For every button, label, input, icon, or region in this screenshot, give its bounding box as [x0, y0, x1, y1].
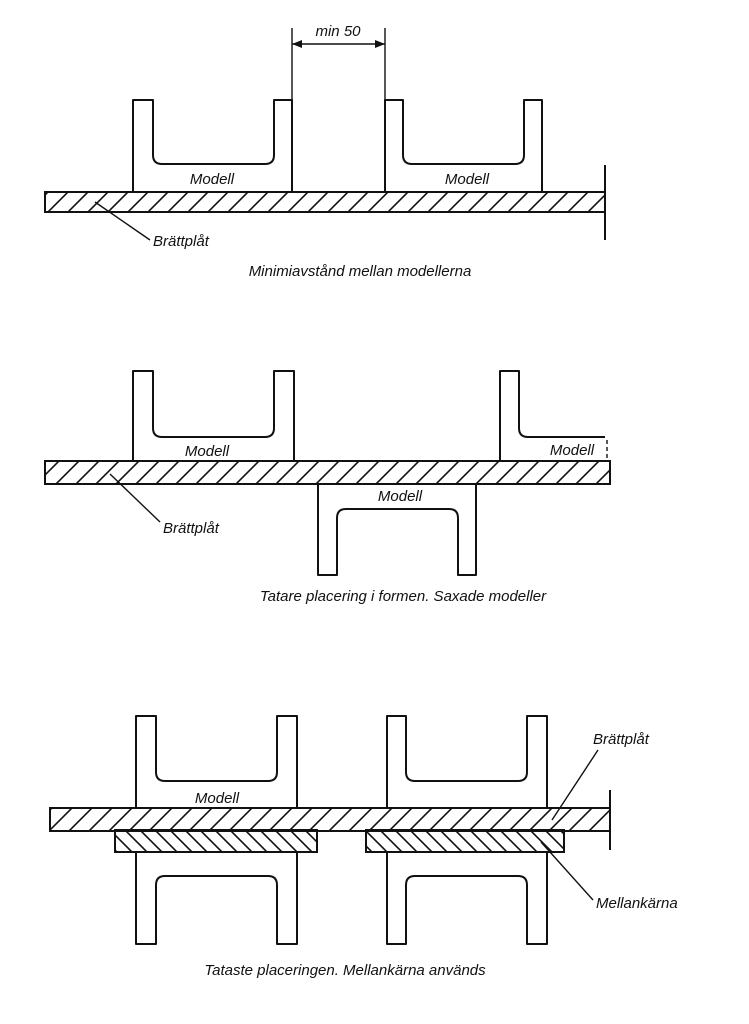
- plate-label: Brättplåt: [163, 520, 220, 537]
- dimension-label: min 50: [315, 23, 361, 40]
- plate-label: Brättplåt: [593, 731, 650, 748]
- model-right-label: Modell: [445, 171, 490, 188]
- model-left-label: Modell: [185, 443, 230, 460]
- model-right-label: Modell: [550, 442, 595, 459]
- core-leader: [540, 841, 594, 901]
- model-top-left-shape: [135, 715, 298, 808]
- plate-leader: [109, 473, 161, 523]
- plate-leader: [94, 201, 151, 241]
- model-right-shape: [499, 370, 605, 461]
- model-left-shape: [132, 99, 293, 192]
- intermediate-core-right: [365, 829, 565, 853]
- diagram-intermediate-core: Modell Brättplåt Mellankärna Tataste pla…: [49, 715, 678, 979]
- caption: Minimiavstånd mellan modellerna: [249, 263, 472, 280]
- dimension-arrow-right: [375, 40, 385, 48]
- plate-label: Brättplåt: [153, 233, 210, 250]
- caption: Tatare placering i formen. Saxade modell…: [260, 588, 547, 605]
- model-bottom-shape: [317, 484, 477, 576]
- model-top-right-shape: [386, 715, 548, 808]
- model-right-shape: [384, 99, 543, 192]
- plate-leader: [551, 749, 599, 821]
- model-bottom-left-shape: [135, 852, 298, 945]
- diagram-staggered-models: Modell Modell Modell Brättplåt Tatare pl…: [44, 370, 611, 605]
- board-plate: [49, 807, 611, 832]
- model-left-shape: [132, 370, 295, 461]
- dimension-arrow-left: [292, 40, 302, 48]
- diagram-minimum-distance: min 50 Modell Modell Brättplåt Minimiavs…: [44, 23, 606, 280]
- core-label: Mellankärna: [596, 895, 678, 912]
- model-bottom-label: Modell: [378, 488, 423, 505]
- intermediate-core-left: [114, 829, 318, 853]
- board-plate: [44, 191, 606, 213]
- model-left-label: Modell: [190, 171, 235, 188]
- model-label: Modell: [195, 790, 240, 807]
- model-bottom-right-shape: [386, 852, 548, 945]
- caption: Tataste placeringen. Mellankärna används: [204, 962, 486, 979]
- board-plate: [44, 460, 611, 485]
